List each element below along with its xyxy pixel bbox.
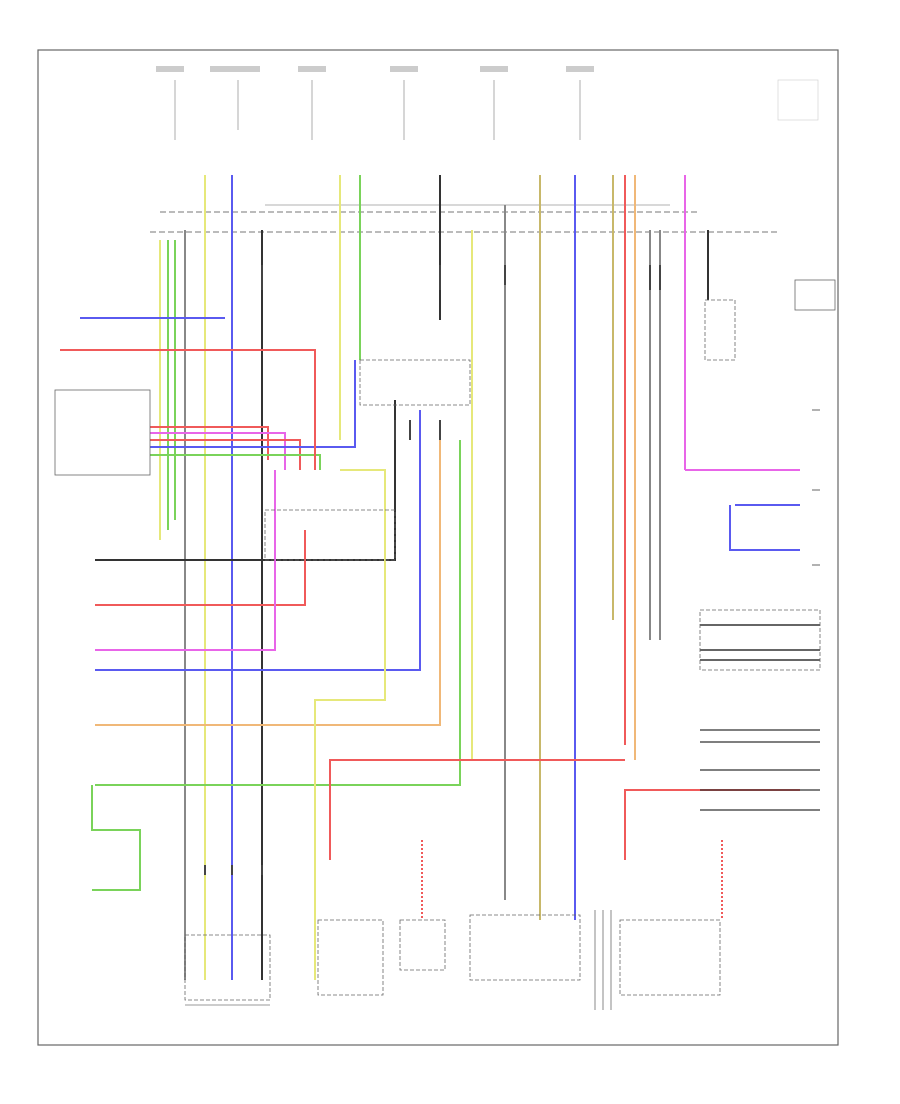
fuse-5 [480,66,508,140]
fuse-6 [566,66,594,140]
rear-window-box [704,299,736,361]
right-rear-combination-lamp [469,910,612,1010]
trailer-relay-box [794,279,836,311]
wire-black-right-2 [700,729,820,811]
fuse-2 [210,66,260,130]
left-wires [159,240,176,540]
diagram-frame [37,49,839,1046]
wire-blue-right [729,504,800,551]
left-rear-combination-lamp [184,934,271,1006]
connector-ticks [204,265,661,875]
lamp-relay-box [264,509,396,561]
fuse-4 [390,66,418,140]
fuse-3 [298,66,326,140]
fuse-1 [156,66,184,140]
fuse-row [156,66,819,140]
wire-green-loop [91,785,141,891]
vertical-wires [184,175,709,980]
combination-switch-box [54,389,151,476]
combination-switch-wires [60,317,356,470]
fuse-7 [777,79,819,121]
wire-black-right [700,624,820,661]
lower-left-wires [95,400,800,980]
right-rear-lamp [619,840,723,996]
left-rear-lamp [317,919,384,996]
center-lamp [399,840,446,971]
right-connector-box [699,609,821,671]
ground-icon [812,409,820,566]
center-unit-box [359,359,471,406]
